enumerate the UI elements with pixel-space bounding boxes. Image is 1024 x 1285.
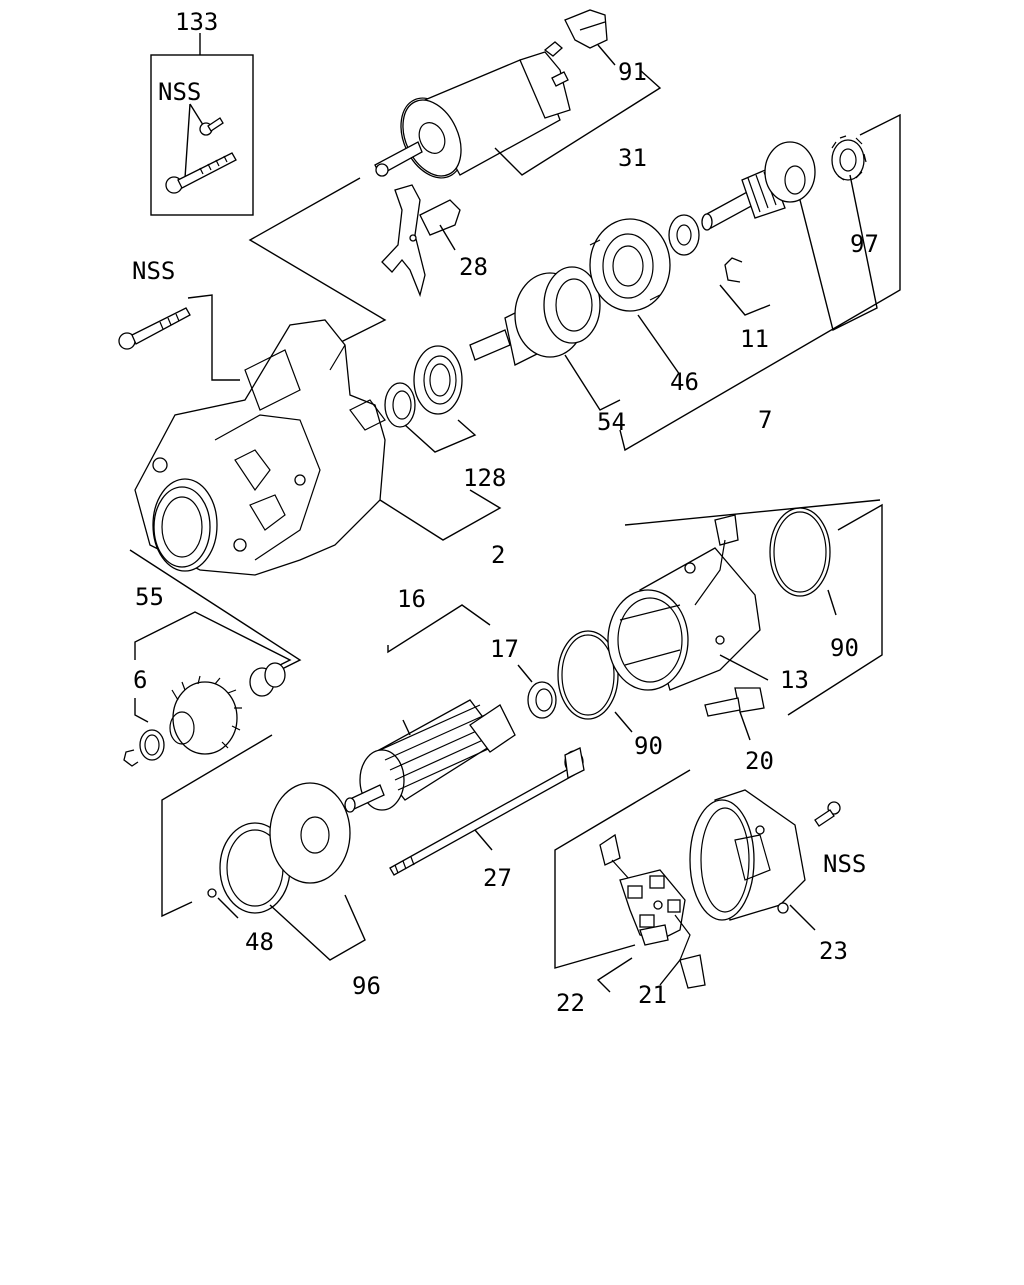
- part-6-stop-collar: [123, 698, 165, 767]
- leader-13-frame: [624, 499, 881, 526]
- label-133: 133: [175, 8, 218, 36]
- label-nss-screw: NSS: [823, 850, 866, 878]
- part-91-terminal-boot: [564, 9, 616, 66]
- nss-cover-screw: [814, 801, 841, 827]
- part-133-kit-box: [150, 33, 254, 216]
- label-13: 13: [780, 666, 809, 694]
- label-31: 31: [618, 144, 647, 172]
- label-17: 17: [490, 635, 519, 663]
- label-28: 28: [459, 253, 488, 281]
- part-20-brush-spring: [704, 687, 765, 741]
- label-96: 96: [352, 972, 381, 1000]
- label-7: 7: [758, 406, 772, 434]
- part-55-pinion-gear: [134, 611, 292, 755]
- part-97-pinion: [701, 135, 867, 231]
- part-27-through-bolt: [389, 747, 585, 876]
- label-54: 54: [597, 408, 626, 436]
- label-55: 55: [135, 583, 164, 611]
- part-23-rear-frame: [689, 789, 816, 931]
- part-21-brush: [659, 954, 706, 989]
- part-31-solenoid: [248, 41, 571, 346]
- label-48: 48: [245, 928, 274, 956]
- part-2-drive-housing: [134, 319, 386, 576]
- label-11: 11: [740, 325, 769, 353]
- label-23: 23: [819, 937, 848, 965]
- part-54-overrunning-clutch: [469, 266, 621, 411]
- part-22-brush-holder: [554, 769, 691, 993]
- label-91: 91: [618, 58, 647, 86]
- label-97: 97: [850, 230, 879, 258]
- callout-labels: 133 NSS 91 31 28 NSS 97 11 46 7 54 128 2…: [132, 8, 879, 1017]
- part-48-steel-ball: [161, 734, 273, 919]
- leader-31: [494, 69, 662, 176]
- label-90-left: 90: [634, 732, 663, 760]
- part-96-rear-cover: [219, 782, 366, 961]
- part-90-oring-small: [557, 630, 633, 733]
- leader-7-97: [619, 113, 901, 452]
- part-17-bearing: [517, 664, 557, 719]
- nss-mounting-bolt: [118, 294, 240, 381]
- label-21: 21: [638, 981, 667, 1009]
- label-nss-box: NSS: [158, 78, 201, 106]
- short-bolt-icon: [199, 117, 224, 136]
- part-128-bearing-seal: [384, 345, 477, 453]
- label-nss-bolt: NSS: [132, 257, 175, 285]
- label-16: 16: [397, 585, 426, 613]
- part-28-shift-lever: [381, 184, 461, 298]
- part-90-oring-large: [769, 503, 883, 716]
- label-46: 46: [670, 368, 699, 396]
- label-27: 27: [483, 864, 512, 892]
- label-128: 128: [463, 464, 506, 492]
- long-bolt-icon: [165, 152, 237, 194]
- label-90-right: 90: [830, 634, 859, 662]
- part-46-center-bracket: [589, 218, 681, 376]
- part-16-armature: [344, 604, 516, 813]
- part-13-yoke: [607, 514, 769, 691]
- part-11-washer-clip: [668, 214, 771, 316]
- label-20: 20: [745, 747, 774, 775]
- label-6: 6: [133, 666, 147, 694]
- label-22: 22: [556, 989, 585, 1017]
- label-2: 2: [491, 541, 505, 569]
